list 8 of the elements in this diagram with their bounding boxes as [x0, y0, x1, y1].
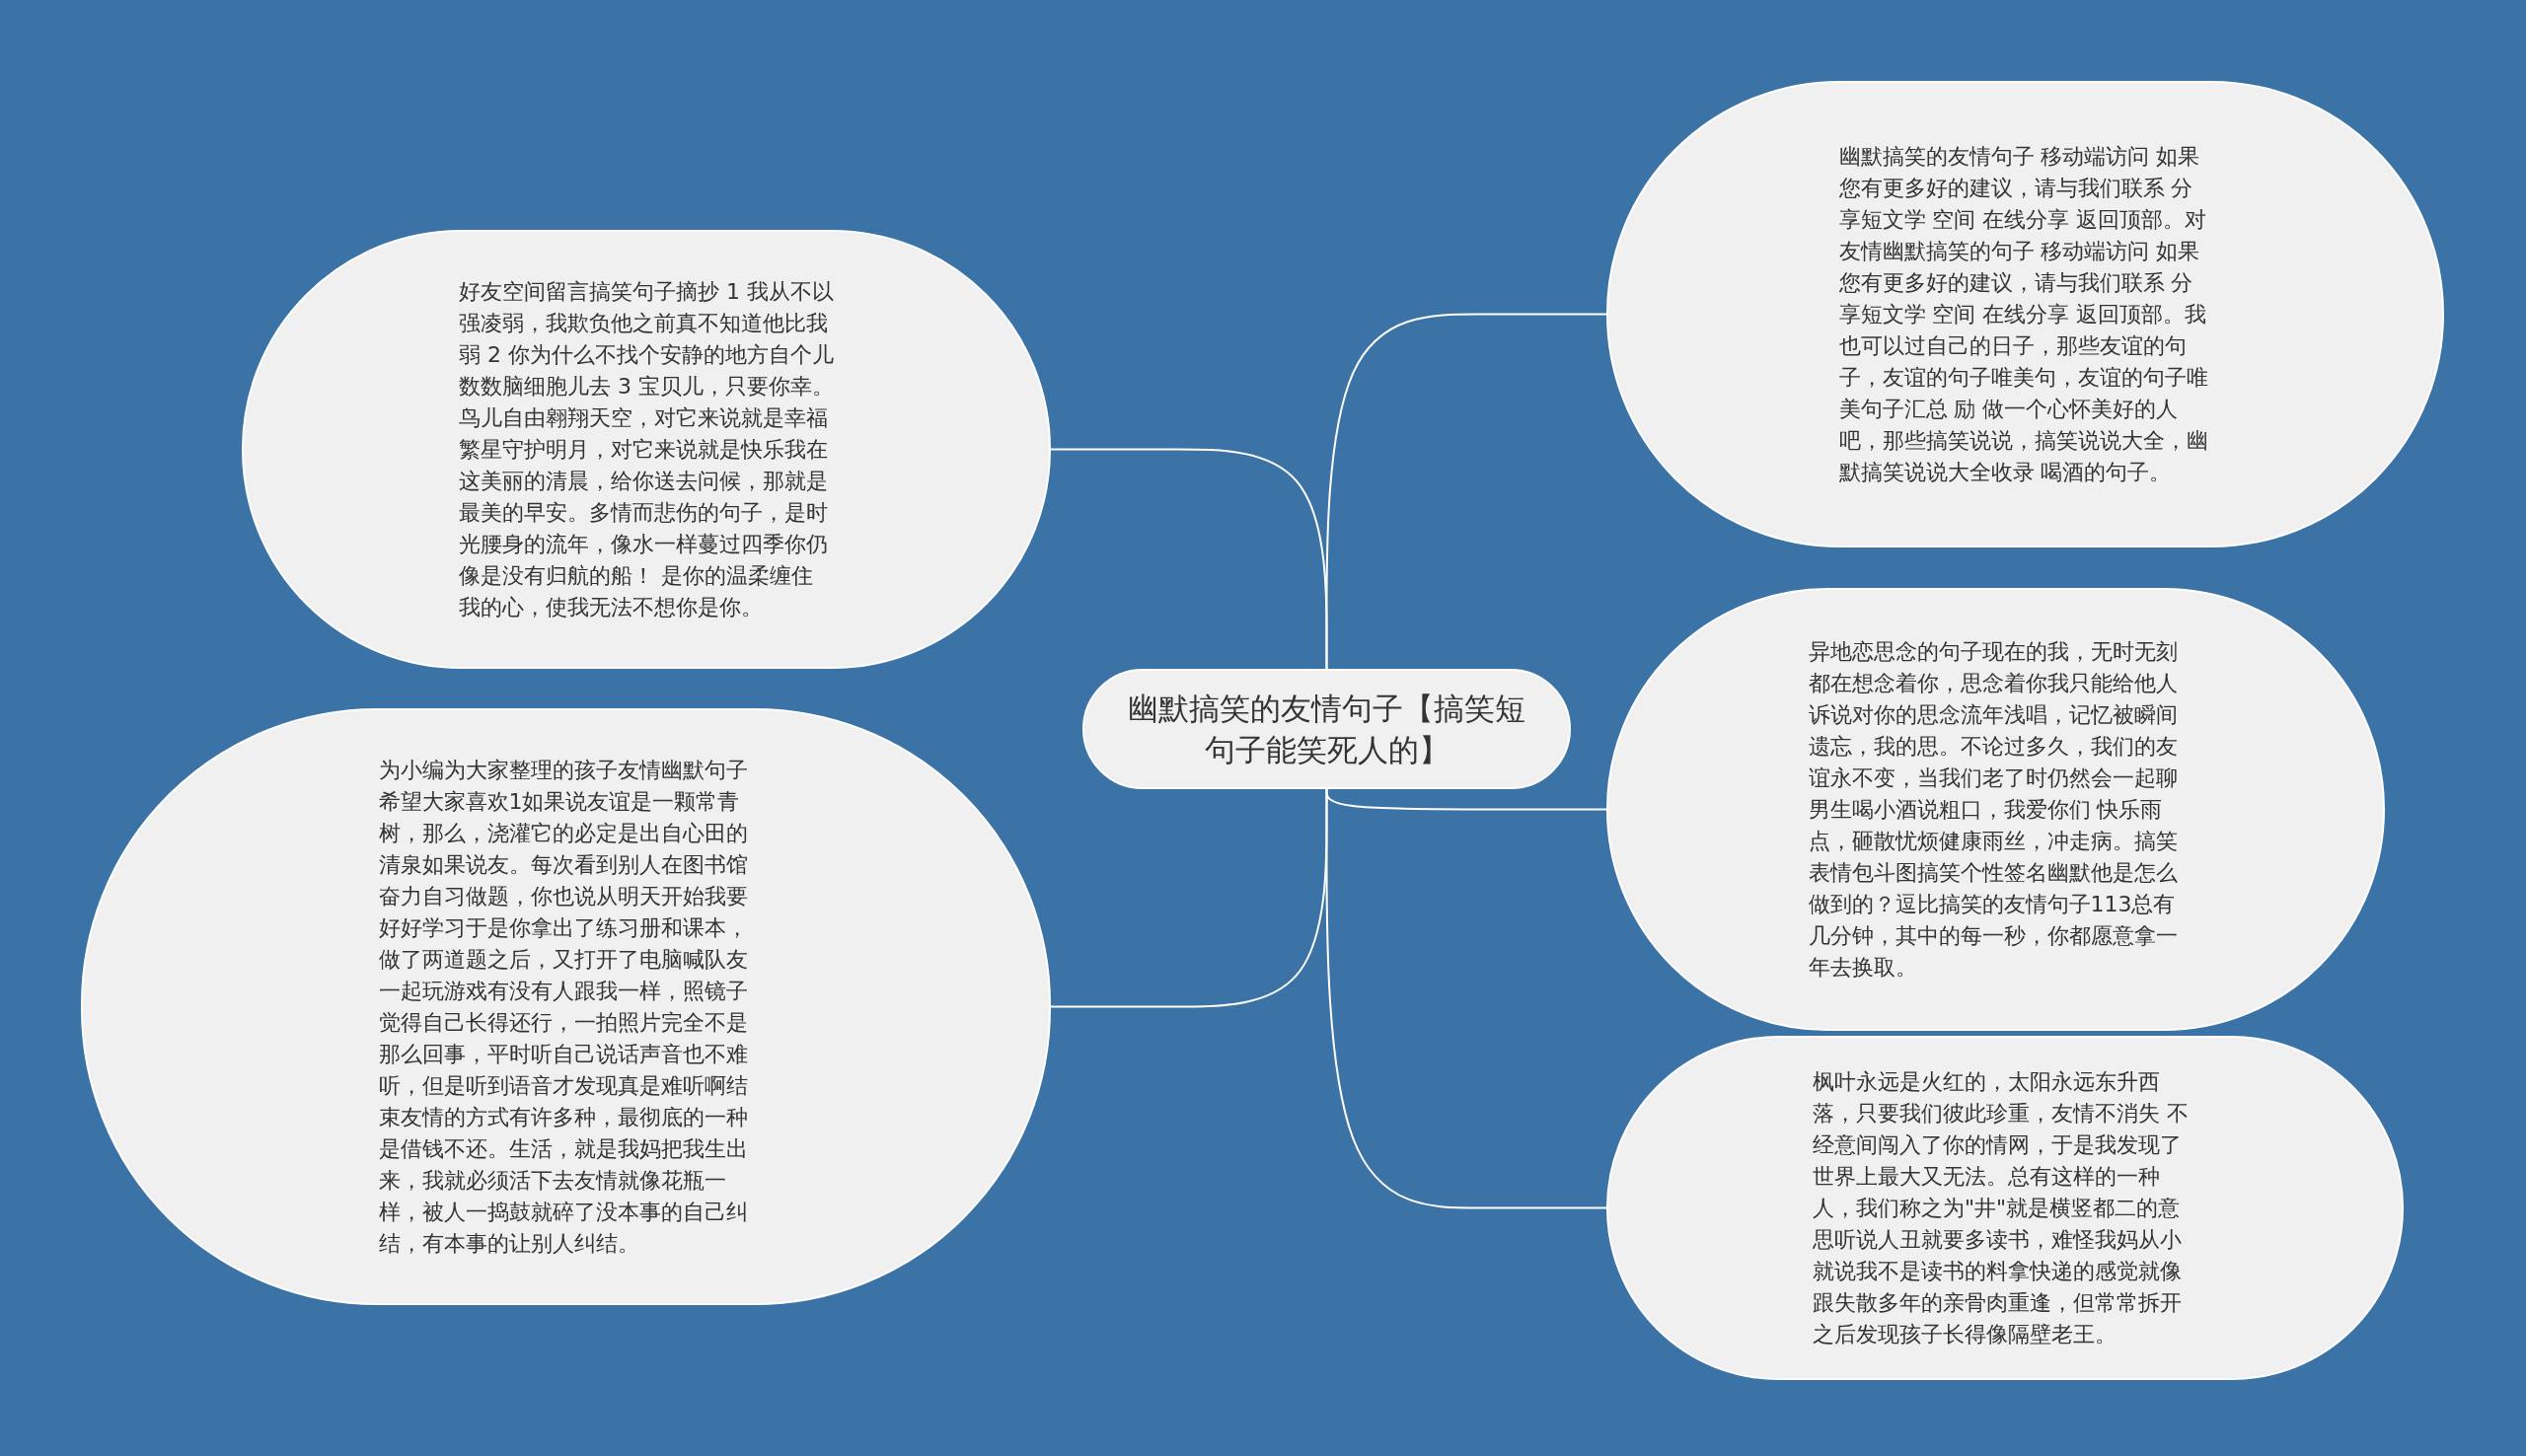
body-text: 幽默搞笑的友情句子 移动端访问 如果您有更多好的建议，请与我们联系 分享短文学 空间 在线分享 返回顶部。对友情幽默搞笑的句子 移动端访问 如果您有更多好的建议，请与我们联系 分享短文学 空间 在线分享 返回顶部。我也可以过自己的日子，那些友谊的句子，友谊的句子唯美句，友谊的句子唯美句子汇总 励 做一个心怀美好的人吧，那些搞笑说说，搞笑说说大全，幽默搞笑说说大全收录 喝酒的句子。: [1838, 142, 2209, 486]
connector-line: [1325, 788, 1607, 1209]
connector-line: [1050, 448, 1328, 670]
body-text: 异地恋思念的句子现在的我，无时无刻都在想念着你，思念着你我只能给他人诉说对你的思念流年浅唱，记忆被瞬间遗忘，我的思。不论过多久，我们的友谊永不变，当我们老了时仍然会一起聊男生喝小酒说粗口，我爱你们 快乐雨点，砸散忧烦健康雨丝，冲走病。搞笑表情包斗图搞笑个性签名幽默他是怎么做到的？逗比搞笑的友情句子113总有几分钟，其中的每一秒，你都愿意拿一年去换取。: [1808, 637, 2179, 982]
body-text: 好友空间留言搞笑句子摘抄 1 我从不以强凌弱，我欺负他之前真不知道他比我弱 2 你为什么不找个安静的地方自个儿数数脑细胞儿去 3 宝贝儿，只要你幸。鸟儿自由翱翔天空，对它来说就是幸福繁星守护明月，对它来说就是快乐我在这美丽的清晨，给你送去问候，那就是最美的早安。多情而悲伤的句子，是时光腰身的流年，像水一样蔓过四季你仍像是没有归航的船！ 是你的温柔缠住我的心，使我无法不想你是你。: [459, 277, 834, 621]
body-text: 枫叶永远是火红的，太阳永远东升西落，只要我们彼此珍重，友情不消失 不经意间闯入了你的情网，于是我发现了世界上最大又无法。总有这样的一种人，我们称之为"井"就是横竖都二的意思听说人丑就要多读书，难怪我妈从小就说我不是读书的料拿快递的感觉就像跟失散多年的亲骨肉重逢，但常常拆开之后发现孩子长得像隔壁老王。: [1813, 1067, 2190, 1348]
body-text: 为小编为大家整理的孩子友情幽默句子希望大家喜欢1如果说友谊是一颗常青树，那么，浇灌它的必定是出自心田的清泉如果说友。每次看到别人在图书馆奋力自习做题，你也说从明天开始我要好好学习于是你拿出了练习册和课本，做了两道题之后，又打开了电脑喊队友一起玩游戏有没有人跟我一样，照镜子觉得自己长得还行，一拍照片完全不是那么回事，平时听自己说话声音也不难听，但是听到语音才发现真是难听啊结束友情的方式有许多种，最彻底的一种是借钱不还。生活，就是我妈把我生出来，我就必须活下去友情就像花瓶一样，被人一捣鼓就碎了没本事的自己纠结，有本事的让别人纠结。: [378, 756, 749, 1258]
central-topic-text: 幽默搞笑的友情句子【搞笑短句子能笑死人的】: [1127, 690, 1526, 769]
